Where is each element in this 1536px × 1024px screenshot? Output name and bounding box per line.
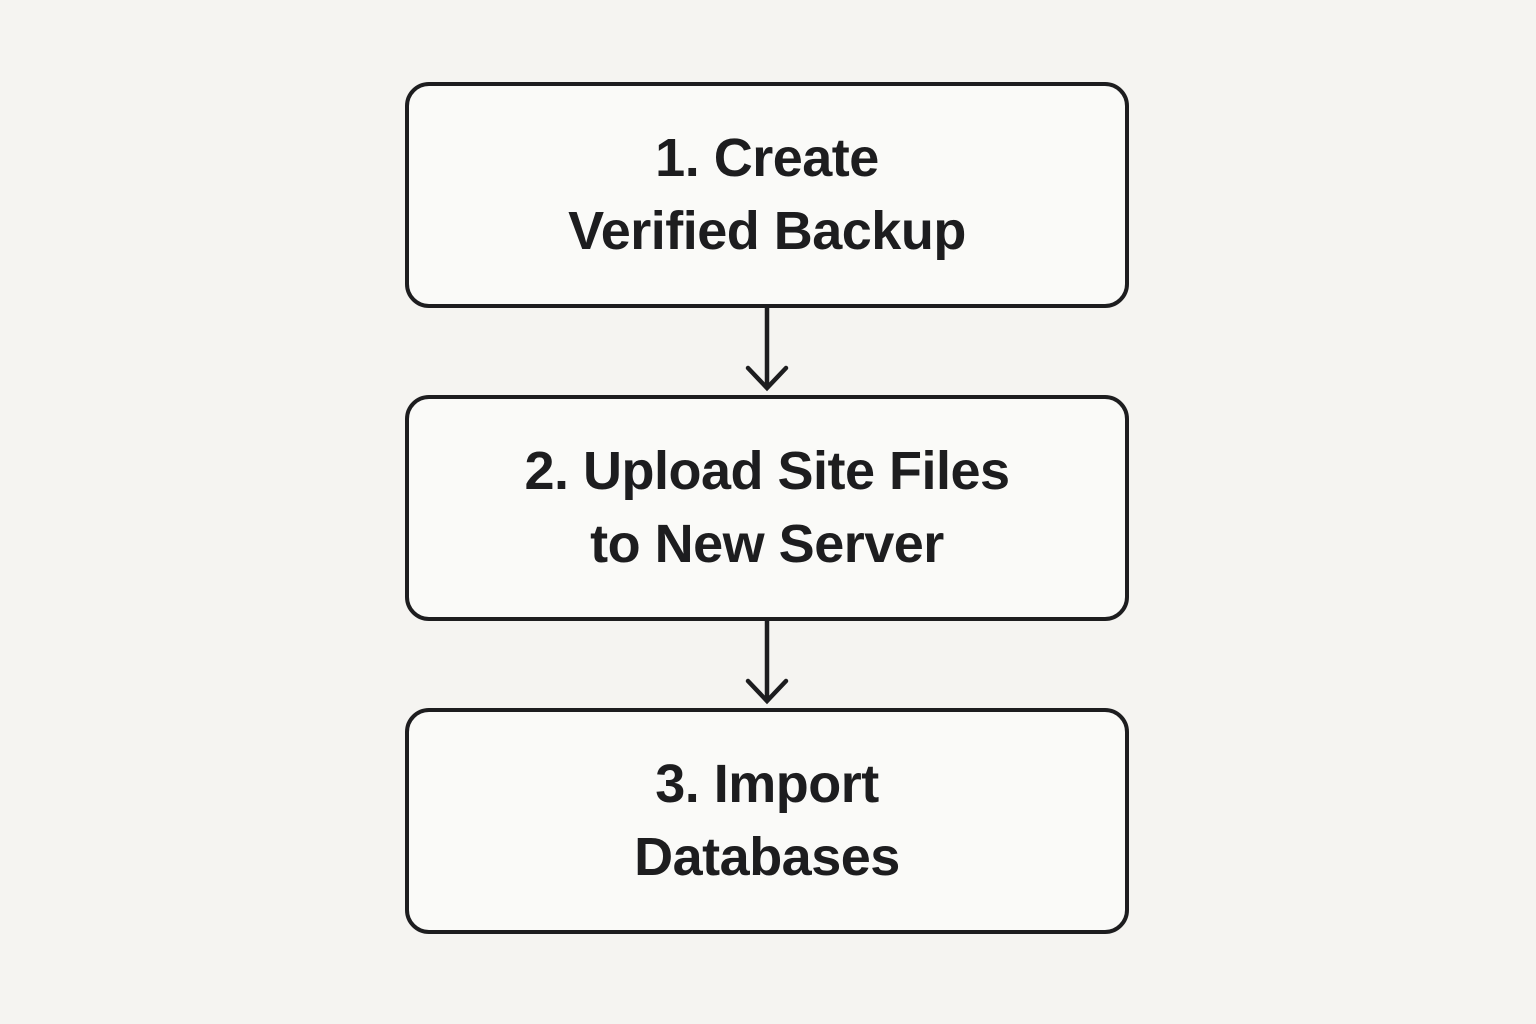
step-box-import-databases: 3. Import Databases bbox=[405, 708, 1129, 934]
step-label: to New Server bbox=[590, 514, 944, 574]
step-label: Verified Backup bbox=[568, 201, 966, 261]
step-label: 2. Upload Site Files bbox=[524, 441, 1010, 501]
flowchart: 1. Create Verified Backup 2. Upload Site… bbox=[405, 82, 1129, 934]
step-box-upload-files: 2. Upload Site Files to New Server bbox=[405, 395, 1129, 621]
down-arrow-icon bbox=[745, 308, 789, 392]
step-label: 1. Create bbox=[655, 128, 879, 188]
step-box-create-backup: 1. Create Verified Backup bbox=[405, 82, 1129, 308]
step-label: Databases bbox=[634, 827, 900, 887]
down-arrow-icon bbox=[745, 621, 789, 705]
step-label: 3. Import bbox=[655, 754, 879, 814]
